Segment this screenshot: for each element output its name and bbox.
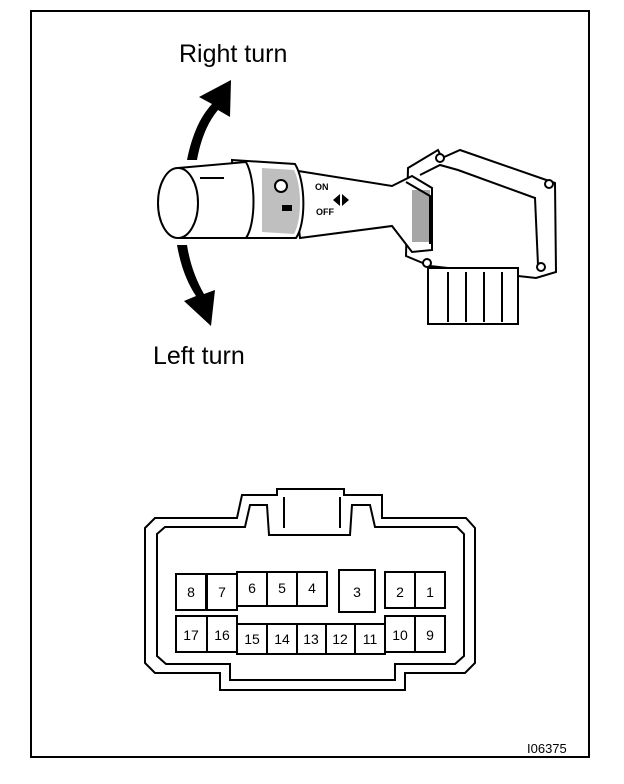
figure-id: I06375 [527, 741, 567, 756]
turn-indicator-icon [333, 194, 349, 206]
pin-4: 4 [308, 580, 316, 596]
pin-12: 12 [332, 631, 348, 647]
connector-cavities [175, 569, 446, 655]
figure-frame [30, 10, 590, 758]
right-turn-label: Right turn [179, 40, 288, 68]
pin-5: 5 [278, 580, 286, 596]
right-turn-arrow [187, 80, 231, 160]
pin-7: 7 [218, 584, 226, 600]
pin-8: 8 [187, 584, 195, 600]
pin-13: 13 [303, 631, 319, 647]
pin-9: 9 [426, 627, 434, 643]
pin-2: 2 [396, 584, 404, 600]
pin-3: 3 [353, 584, 361, 600]
pin-6: 6 [248, 580, 256, 596]
pin-14: 14 [274, 631, 290, 647]
pin-11: 11 [363, 631, 378, 647]
lever-knob [157, 160, 255, 239]
switch-on-mark: ON [315, 182, 329, 192]
pin-17: 17 [183, 627, 199, 643]
pin-16: 16 [214, 627, 230, 643]
pin-1: 1 [426, 584, 434, 600]
lever-stalk [290, 168, 433, 254]
pin-labels: 8 7 6 5 4 3 2 1 17 16 15 14 13 12 11 10 … [183, 580, 434, 647]
switch-body [404, 148, 558, 325]
pin-15: 15 [244, 631, 260, 647]
switch-off-mark: OFF [316, 207, 334, 217]
left-turn-label: Left turn [153, 342, 245, 370]
left-turn-arrow [177, 245, 215, 326]
pin-10: 10 [392, 627, 408, 643]
